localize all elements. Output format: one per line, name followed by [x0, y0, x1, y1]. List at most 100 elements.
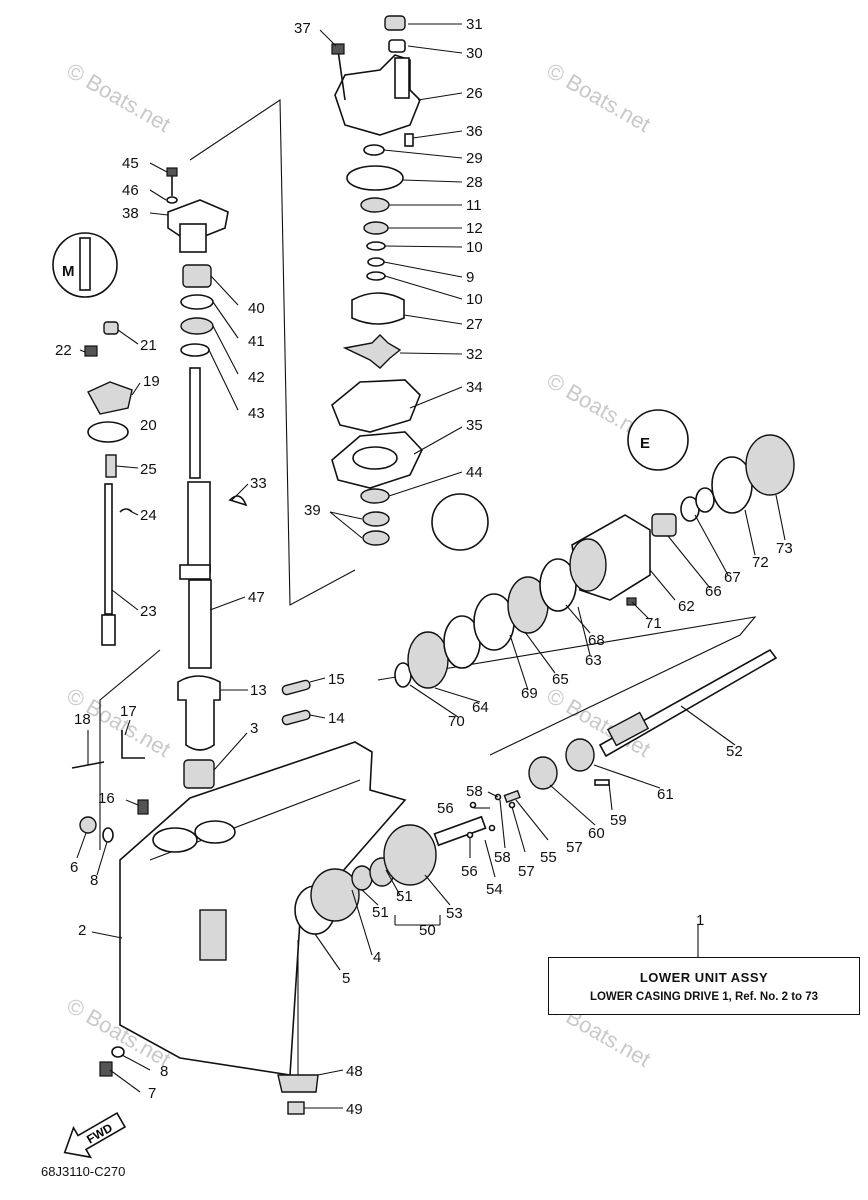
part-47-lower	[188, 579, 212, 669]
part-52-spline	[606, 711, 650, 747]
part-14	[281, 709, 311, 726]
part-13	[177, 675, 221, 751]
callout-57a: 57	[566, 839, 583, 856]
callout-37: 37	[294, 20, 311, 37]
part-56a	[469, 801, 477, 809]
part-44	[360, 488, 390, 504]
callout-29: 29	[466, 150, 483, 167]
part-24	[119, 508, 133, 513]
forward-indicator: FWD	[63, 1111, 127, 1159]
callout-61: 61	[657, 786, 674, 803]
part-8b	[111, 1046, 125, 1058]
callout-64: 64	[472, 699, 489, 716]
part-58b	[488, 824, 496, 832]
upper-shaft	[189, 367, 201, 479]
casing-grille	[199, 909, 227, 961]
part-55	[503, 789, 521, 804]
part-49	[287, 1101, 305, 1115]
part-2	[119, 741, 407, 1076]
part-20	[87, 421, 129, 443]
part-25	[105, 454, 117, 478]
callout-18: 18	[74, 711, 91, 728]
part-37-head	[331, 43, 345, 55]
watermark-2: © Boats.net	[543, 58, 655, 137]
fwd-arrow-icon	[63, 1111, 127, 1159]
part-3	[183, 759, 215, 789]
callout-31: 31	[466, 16, 483, 33]
callout-13: 13	[250, 682, 267, 699]
callout-28: 28	[466, 174, 483, 191]
part-66	[651, 513, 677, 537]
grease-j-circle	[431, 493, 489, 551]
part-7	[99, 1061, 113, 1077]
callout-10b: 10	[466, 291, 483, 308]
callout-72: 72	[752, 554, 769, 571]
part-10b	[366, 271, 386, 281]
callout-54: 54	[486, 881, 503, 898]
part-42	[180, 317, 214, 335]
callout-66: 66	[705, 583, 722, 600]
callout-63: 63	[585, 652, 602, 669]
shift-rod-group: M	[52, 232, 149, 843]
driveshaft-group	[166, 167, 311, 789]
part-9	[367, 257, 385, 267]
casing-bore-2	[194, 820, 236, 844]
part-54	[433, 815, 487, 847]
part-53	[383, 824, 437, 886]
callout-7: 7	[148, 1085, 156, 1102]
callout-47: 47	[248, 589, 265, 606]
callout-numbers: 1 2 3 4 5 6 7 8 8 9 10 10 11 12 13 14 15…	[55, 16, 793, 1118]
part-4	[310, 868, 360, 922]
part-26-tube	[394, 57, 410, 99]
assembly-title: LOWER UNIT ASSY	[639, 969, 769, 985]
casing-bore-1	[152, 827, 198, 853]
callout-71: 71	[645, 615, 662, 632]
callout-6: 6	[70, 859, 78, 876]
callout-52: 52	[726, 743, 743, 760]
assembly-title-box: LOWER UNIT ASSY LOWER CASING DRIVE 1, Re…	[548, 957, 860, 1015]
part-45-head	[166, 167, 178, 177]
part-28	[346, 165, 404, 191]
callout-68: 68	[588, 632, 605, 649]
callout-15: 15	[328, 671, 345, 688]
callout-14: 14	[328, 710, 345, 727]
callout-44: 44	[466, 464, 483, 481]
part-73	[745, 434, 795, 496]
callout-27: 27	[466, 316, 483, 333]
part-33	[228, 495, 248, 507]
assembly-subtitle: LOWER CASING DRIVE 1, Ref. No. 2 to 73	[589, 990, 819, 1003]
part-48	[277, 1074, 319, 1093]
part-71	[626, 597, 637, 606]
callout-19: 19	[143, 373, 160, 390]
part-30	[388, 39, 406, 53]
part-23-end	[101, 614, 116, 646]
part-64	[407, 631, 449, 689]
callout-25: 25	[140, 461, 157, 478]
callout-33: 33	[250, 475, 267, 492]
part-47	[187, 481, 211, 573]
part-46	[166, 196, 178, 204]
part-22	[84, 345, 98, 357]
part-47-collar	[179, 564, 211, 580]
callout-20: 20	[140, 417, 157, 434]
callout-16: 16	[98, 790, 115, 807]
callout-50: 50	[419, 922, 436, 939]
callout-67: 67	[724, 569, 741, 586]
part-11	[360, 197, 390, 213]
part-59	[594, 779, 610, 786]
callout-11: 11	[466, 197, 482, 214]
callout-38: 38	[122, 205, 139, 222]
callout-4: 4	[373, 949, 381, 966]
part-8a	[102, 827, 114, 843]
part-37	[337, 49, 346, 101]
callout-22: 22	[55, 342, 72, 359]
part-23	[104, 483, 113, 615]
callout-51b: 51	[396, 888, 413, 905]
callout-41: 41	[248, 333, 265, 350]
part-15	[281, 679, 311, 696]
callout-55: 55	[540, 849, 557, 866]
part-27	[351, 292, 405, 325]
callout-58a: 58	[466, 783, 483, 800]
grease-m-rod	[79, 237, 91, 291]
callout-8b: 8	[160, 1063, 168, 1080]
